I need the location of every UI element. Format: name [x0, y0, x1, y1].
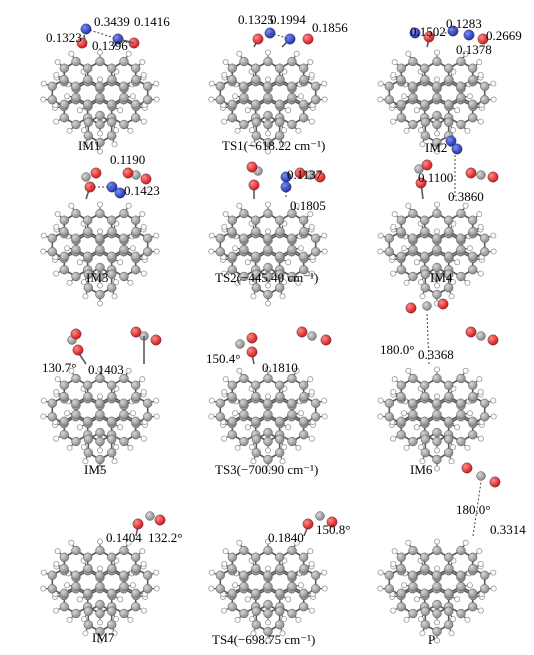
caption-im4: IM4 — [430, 270, 452, 286]
caption-im3: IM3 — [86, 270, 108, 286]
measurement-ts2-0: 0.1137 — [287, 167, 322, 183]
panel-ts3 — [209, 327, 331, 471]
measurement-ts4-0: 0.1840 — [268, 530, 304, 546]
measurement-im1-3: 0.1396 — [92, 38, 128, 54]
measurement-ts3-0: 150.4° — [206, 351, 240, 367]
panel-im5 — [41, 327, 161, 471]
caption-ts1: TS1(−618.22 cm⁻¹) — [222, 138, 325, 154]
measurement-im2-3: 0.1378 — [456, 42, 492, 58]
caption-ts4: TS4(−698.75 cm⁻¹) — [212, 632, 315, 648]
caption-ts2: TS2(−445.40 cm⁻¹) — [215, 270, 318, 286]
measurement-p-1: 0.3314 — [490, 522, 526, 538]
measurement-im6-0: 180.0° — [380, 342, 414, 358]
caption-im7: IM7 — [92, 630, 114, 646]
measurement-im4-1: 0.3860 — [448, 189, 484, 205]
measurement-ts2-1: 0.1805 — [290, 198, 326, 214]
caption-im1: IM1 — [78, 138, 100, 154]
caption-im5: IM5 — [84, 462, 106, 478]
measurement-im4-0: 0.1100 — [418, 170, 453, 186]
measurement-p-0: 180.0° — [456, 502, 490, 518]
measurement-ts1-2: 0.1856 — [312, 20, 348, 36]
measurement-im1-2: 0.1323 — [46, 30, 82, 46]
measurement-ts1-0: 0.1325 — [238, 12, 274, 28]
measurement-im5-1: 0.1403 — [88, 362, 124, 378]
panel-im6 — [378, 299, 498, 471]
panel-im7 — [41, 512, 165, 644]
caption-im2: IM2 — [425, 140, 447, 156]
measurement-im6-1: 0.3368 — [418, 347, 454, 363]
measurement-ts4-1: 150.8° — [316, 522, 350, 538]
measurement-im7-0: 0.1404 — [106, 530, 142, 546]
measurement-im2-0: 0.1502 — [410, 24, 446, 40]
measurement-im7-1: 132.2° — [148, 530, 182, 546]
caption-ts3: TS3(−700.90 cm⁻¹) — [215, 462, 318, 478]
panel-ts1 — [209, 28, 328, 154]
measurement-im5-0: 130.7° — [42, 360, 76, 376]
measurement-im3-1: 0.1423 — [124, 183, 160, 199]
measurement-ts3-1: 0.1810 — [262, 360, 298, 376]
measurement-im1-1: 0.1416 — [134, 14, 170, 30]
panel-p — [378, 463, 500, 643]
measurement-im2-1: 0.1283 — [446, 16, 482, 32]
caption-im6: IM6 — [410, 462, 432, 478]
measurement-im3-0: 0.1190 — [110, 152, 145, 168]
measurement-ts1-1: 0.1994 — [270, 12, 306, 28]
measurement-im1-0: 0.3439 — [94, 14, 130, 30]
caption-p: P — [428, 632, 435, 648]
